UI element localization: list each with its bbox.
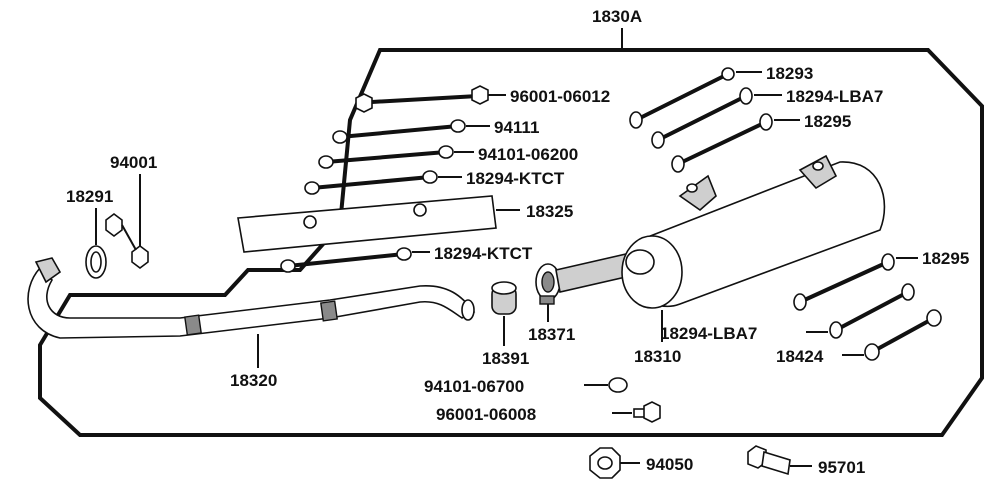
washer-rod-18295-right: 18295 — [793, 249, 969, 311]
washer-rod-18293: 18293 — [629, 64, 813, 129]
washer-94101-06700: 94101-06700 — [424, 377, 628, 396]
bolt-96001-06008: 96001-06008 — [436, 401, 661, 424]
washer-rod-18294-lba7-top: 18294-LBA7 — [651, 87, 883, 149]
washer-rod-94101-06200: 94101-06200 — [318, 145, 578, 169]
svg-text:18310: 18310 — [634, 347, 681, 366]
svg-text:18295: 18295 — [922, 249, 969, 268]
bolt-95701: 95701 — [747, 445, 865, 477]
exhaust-pipe-18320: 18320 — [27, 257, 476, 390]
plate-18325: 18325 — [237, 195, 573, 253]
muffler-18310: 18310 — [555, 154, 886, 366]
svg-text:18325: 18325 — [526, 202, 573, 221]
washer-rod-18294-lba7-right: 18294-LBA7 — [660, 283, 915, 343]
washer-rod-94111: 94111 — [332, 118, 539, 144]
svg-text:18294-KTCT: 18294-KTCT — [466, 169, 565, 188]
svg-text:18320: 18320 — [230, 371, 277, 390]
svg-text:18294-LBA7: 18294-LBA7 — [660, 324, 757, 343]
svg-text:18295: 18295 — [804, 112, 851, 131]
washer-rod-18424: 18424 — [776, 309, 942, 366]
svg-text:95701: 95701 — [818, 458, 865, 477]
clamp-18371: 18371 — [528, 263, 575, 344]
washer-rod-18294-ktct-low: 18294-KTCT — [280, 244, 533, 273]
cap-18391: 18391 — [482, 281, 529, 368]
svg-text:94101-06700: 94101-06700 — [424, 377, 524, 396]
svg-text:94101-06200: 94101-06200 — [478, 145, 578, 164]
gasket-18291: 18291 — [66, 187, 113, 279]
svg-text:18424: 18424 — [776, 347, 824, 366]
nut-94050: 94050 — [589, 447, 693, 479]
svg-text:96001-06008: 96001-06008 — [436, 405, 536, 424]
svg-text:18294-KTCT: 18294-KTCT — [434, 244, 533, 263]
svg-text:94001: 94001 — [110, 153, 157, 172]
svg-text:94111: 94111 — [494, 118, 539, 137]
svg-text:94050: 94050 — [646, 455, 693, 474]
nut-94001: 94001 — [105, 153, 157, 269]
bolt-96001-06012: 96001-06012 — [355, 85, 610, 113]
svg-text:18391: 18391 — [482, 349, 529, 368]
svg-text:18291: 18291 — [66, 187, 113, 206]
assembly-label: 1830A — [592, 7, 642, 26]
washer-rod-18295-top: 18295 — [671, 112, 851, 173]
svg-text:18294-LBA7: 18294-LBA7 — [786, 87, 883, 106]
svg-text:96001-06012: 96001-06012 — [510, 87, 610, 106]
svg-text:18371: 18371 — [528, 325, 575, 344]
washer-rod-18294-ktct-top: 18294-KTCT — [304, 169, 565, 195]
svg-text:18293: 18293 — [766, 64, 813, 83]
